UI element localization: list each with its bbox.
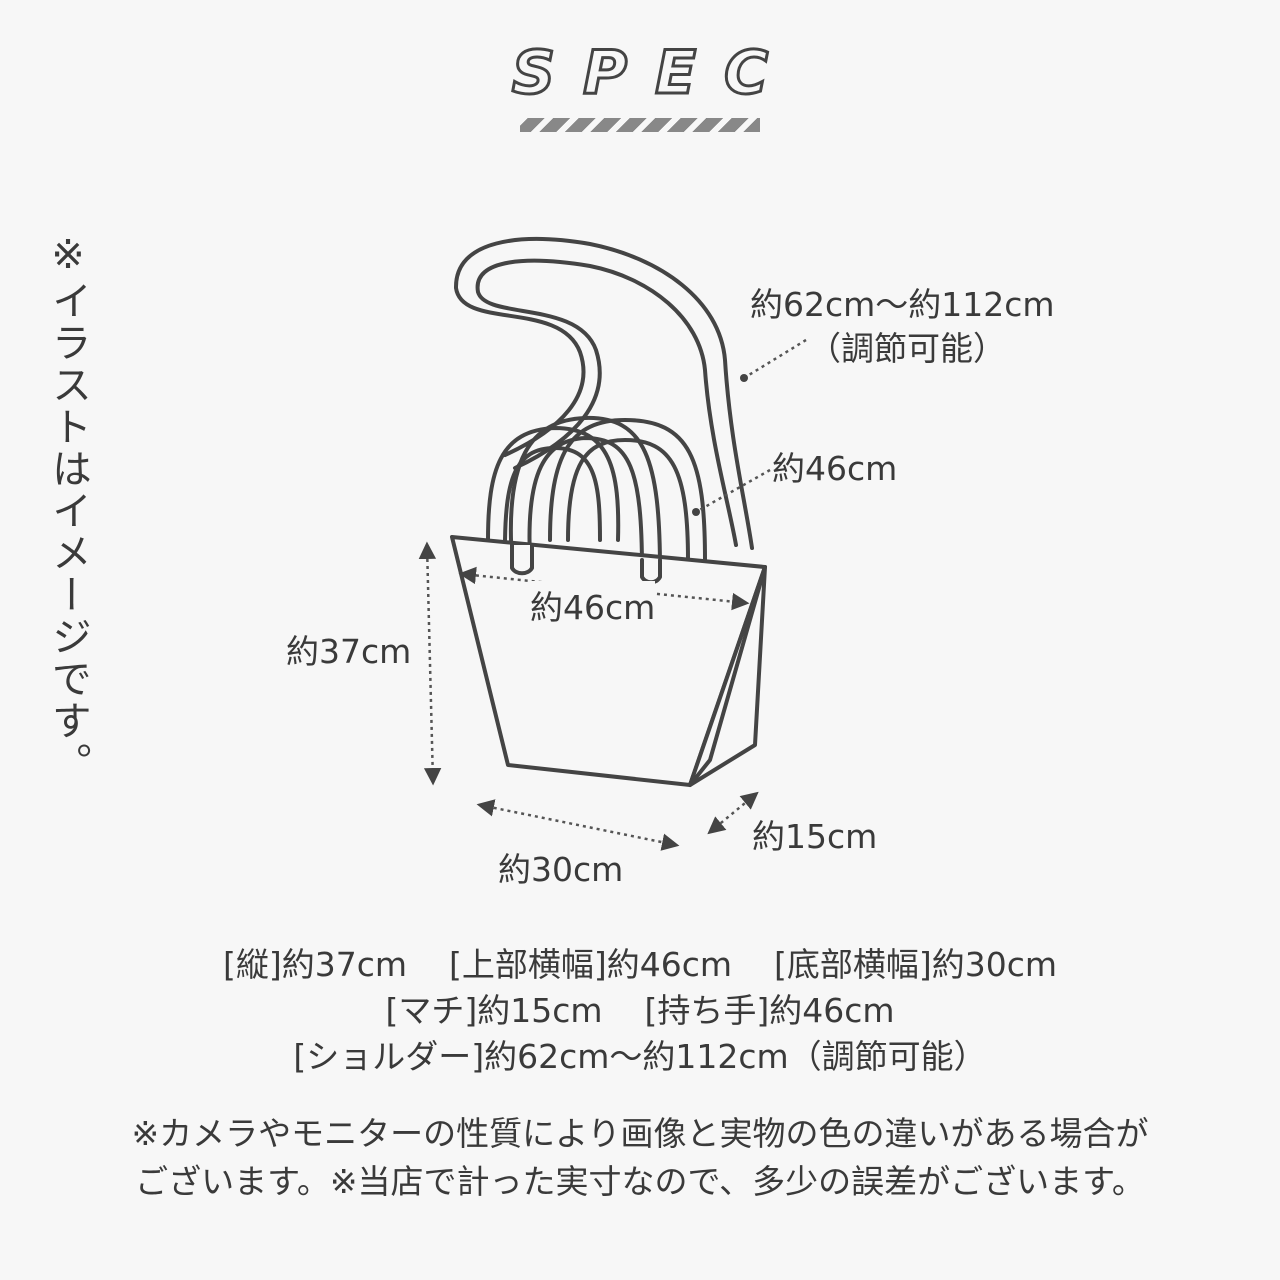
spec-bottom-width: [底部横幅]約30cm xyxy=(774,945,1058,984)
bottom-width-label: 約30cm xyxy=(498,850,624,889)
shoulder-length-label: 約62cm～約112cm xyxy=(750,285,1055,324)
spec-depth: [マチ]約15cm xyxy=(385,991,603,1030)
handle-front xyxy=(508,415,662,572)
spec-line-1: [縦]約37cm [上部横幅]約46cm [底部横幅]約30cm xyxy=(0,942,1280,988)
depth-label: 約15cm xyxy=(752,817,878,856)
bag-body-side xyxy=(688,565,767,787)
spec-shoulder: [ショルダー]約62cm～約112cm（調節可能） xyxy=(293,1037,987,1076)
spec-summary: [縦]約37cm [上部横幅]約46cm [底部横幅]約30cm [マチ]約15cm… xyxy=(0,942,1280,1080)
handle-leader-line xyxy=(695,468,771,514)
shoulder-leader-line xyxy=(743,338,807,380)
handle-back-2-inner xyxy=(566,438,690,562)
bottom-width-dimension-line xyxy=(476,799,680,851)
shoulder-strap-inner xyxy=(475,258,738,547)
title-underline-stripe xyxy=(520,118,760,132)
shoulder-adjustable-label: （調節可能） xyxy=(808,329,1006,368)
handle-foot-left xyxy=(510,543,534,576)
disclaimer-footnote: ※カメラやモニターの性質により画像と実物の色の違いがある場合が ございます。※当… xyxy=(0,1110,1280,1206)
footnote-line-2: ございます。※当店で計った実寸なので、多少の誤差がございます。 xyxy=(135,1162,1145,1201)
top-width-label: 約46cm xyxy=(530,581,656,629)
spec-handle: [持ち手]約46cm xyxy=(644,991,895,1030)
spec-title-text: SPEC xyxy=(510,37,797,110)
illustration-note: ※イラストはイメージです。 xyxy=(45,232,91,784)
spec-height: [縦]約37cm xyxy=(222,945,407,984)
depth-dimension-line xyxy=(707,791,759,835)
bag-side-fold xyxy=(688,565,767,787)
shoulder-strap-outer xyxy=(453,237,754,550)
handle-leader-dot xyxy=(692,508,700,516)
handle-back-2 xyxy=(548,418,707,562)
footnote-line-1: ※カメラやモニターの性質により画像と実物の色の違いがある場合が xyxy=(131,1114,1149,1153)
spec-line-3: [ショルダー]約62cm～約112cm（調節可能） xyxy=(0,1034,1280,1080)
height-dimension-line xyxy=(418,541,442,786)
handle-length-label: 約46cm xyxy=(772,449,898,488)
spec-top-width: [上部横幅]約46cm xyxy=(448,945,733,984)
spec-title: SPEC xyxy=(0,37,1280,110)
height-label: 約37cm xyxy=(286,632,412,671)
handle-back xyxy=(486,426,621,542)
handle-front-inner xyxy=(527,436,644,572)
spec-line-2: [マチ]約15cm [持ち手]約46cm xyxy=(0,988,1280,1034)
handle-foot-right xyxy=(640,558,662,585)
shoulder-leader-dot xyxy=(740,374,748,382)
